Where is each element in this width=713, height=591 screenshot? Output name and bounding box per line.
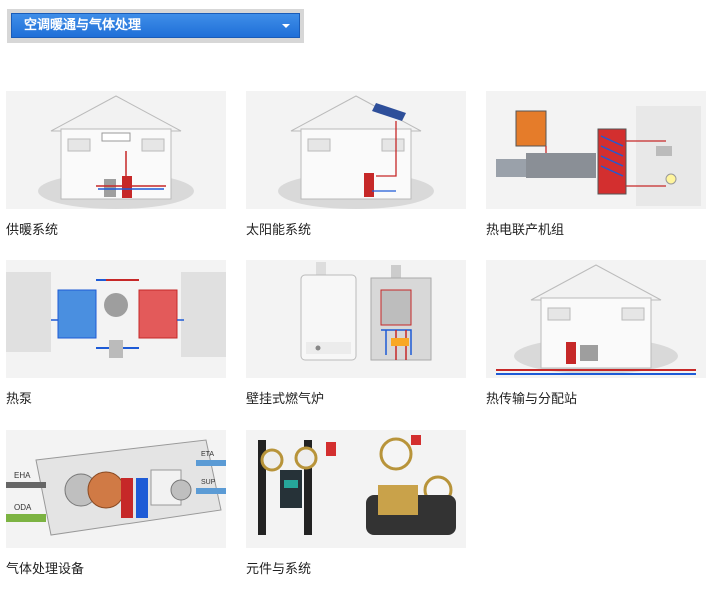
house-heating-icon[interactable]: [6, 91, 226, 209]
category-dropdown[interactable]: 空调暖通与气体处理: [11, 13, 300, 38]
card-heat-station[interactable]: 热传输与分配站: [486, 260, 706, 407]
card-label: 气体处理设备: [6, 562, 85, 577]
card-components[interactable]: 元件与系统: [246, 430, 466, 577]
svg-text:ODA: ODA: [14, 503, 32, 512]
card-label: 太阳能系统: [246, 223, 312, 238]
card-wall-boiler[interactable]: 壁挂式燃气炉: [246, 260, 466, 407]
card-heat-pump[interactable]: 热泵: [6, 260, 226, 407]
card-label: 热传输与分配站: [486, 392, 578, 407]
air-handling-icon[interactable]: EHA ODA ETA SUP: [6, 430, 226, 548]
house-solar-icon[interactable]: [246, 91, 466, 209]
card-label: 壁挂式燃气炉: [246, 392, 325, 407]
card-air-handling[interactable]: EHA ODA ETA SUP 气体处理设备: [6, 430, 226, 577]
card-heating-system[interactable]: 供暖系统: [6, 91, 226, 238]
card-chp-unit[interactable]: 热电联产机组: [486, 91, 706, 238]
components-icon[interactable]: [246, 430, 466, 548]
svg-text:EHA: EHA: [14, 471, 31, 480]
card-label: 元件与系统: [246, 562, 312, 577]
heat-station-icon[interactable]: [486, 260, 706, 378]
card-label: 热电联产机组: [486, 223, 565, 238]
heat-pump-icon[interactable]: [6, 260, 226, 378]
svg-text:SUP: SUP: [201, 479, 216, 486]
card-label: 热泵: [6, 392, 33, 407]
svg-text:ETA: ETA: [201, 451, 214, 458]
category-dropdown-label: 空调暖通与气体处理: [24, 18, 142, 33]
chevron-down-icon[interactable]: [282, 24, 290, 28]
wall-boiler-icon[interactable]: [246, 260, 466, 378]
chp-unit-icon[interactable]: [486, 91, 706, 209]
category-dropdown-wrapper: 空调暖通与气体处理: [7, 9, 304, 43]
card-solar-system[interactable]: 太阳能系统: [246, 91, 466, 238]
card-label: 供暖系统: [6, 223, 59, 238]
